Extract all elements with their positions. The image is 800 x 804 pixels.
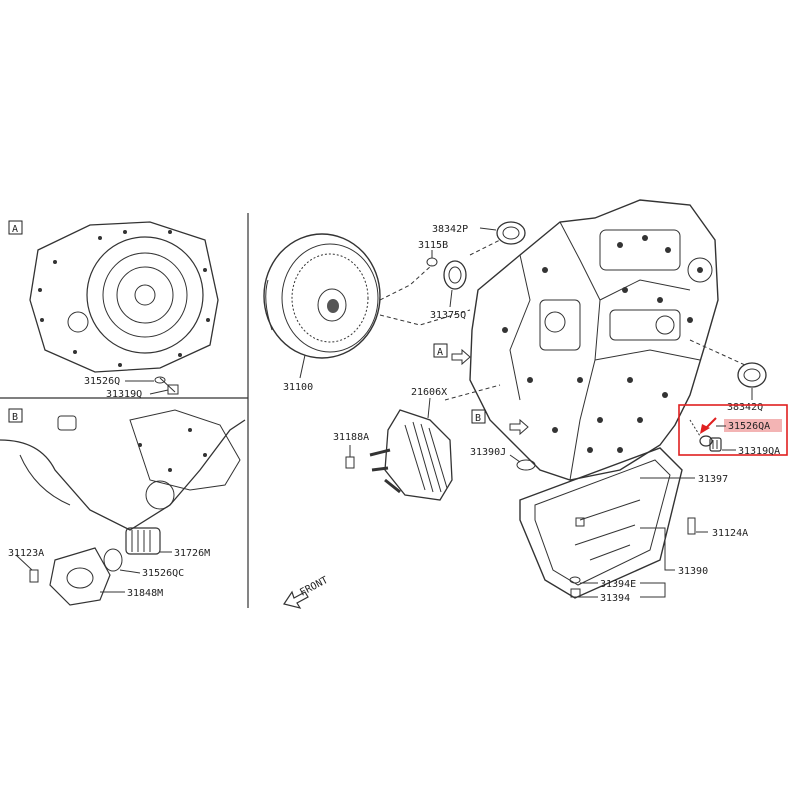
label-38342q: 38342Q — [727, 402, 763, 413]
label-3115b: 3115B — [418, 240, 448, 251]
ref-tag-b: B — [475, 413, 481, 424]
highlight-box — [678, 404, 788, 456]
label-31124a: 31124A — [712, 528, 748, 539]
label-31123a: 31123A — [8, 548, 44, 559]
label-31319q: 31319Q — [106, 389, 142, 400]
leader-31526qc — [119, 569, 141, 574]
panel-b-tag-box — [8, 408, 23, 423]
bolt-31124a — [687, 517, 696, 535]
label-31526q: 31526Q — [84, 376, 120, 387]
oring-31526qc — [103, 548, 123, 572]
label-31726m: 31726M — [174, 548, 210, 559]
transmission-case — [469, 199, 719, 481]
leader-21606x — [427, 397, 431, 419]
leader-31375q — [449, 289, 453, 308]
main-diagram: 31100 3115B 31375Q 38342P — [263, 199, 788, 609]
bellhousing-outline — [29, 221, 219, 373]
seal-38342p-inner — [502, 226, 520, 240]
leader-38342p — [479, 227, 497, 231]
label-31375q: 31375Q — [430, 310, 466, 321]
front-arrow — [283, 590, 309, 609]
bellhousing-port — [67, 311, 89, 333]
label-31394: 31394 — [600, 593, 630, 604]
axis-cooler — [444, 384, 501, 401]
leader-31123a — [15, 554, 33, 571]
panel-a-tag-box — [8, 220, 23, 235]
seal-38342q — [737, 362, 767, 388]
washer-31390j — [516, 459, 536, 471]
leader-31100 — [299, 354, 306, 379]
plug-31319qa — [709, 437, 722, 452]
gasket-31394e — [569, 576, 581, 584]
label-38342p: 38342P — [432, 224, 468, 235]
seal-38342q-inner — [743, 368, 761, 382]
drain-plug-31394 — [570, 588, 581, 598]
leader-oring-dash — [689, 419, 701, 437]
label-31319qa: 31319QA — [738, 446, 780, 457]
ref-tag-b-box — [471, 409, 486, 424]
leader-31390 — [640, 527, 675, 571]
axis-converter — [379, 264, 433, 301]
label-31526qc: 31526QC — [142, 568, 184, 579]
leader-31319q — [149, 389, 169, 395]
label-31397: 31397 — [698, 474, 728, 485]
oil-pan-31390 — [519, 447, 683, 599]
torque-converter-31100 — [263, 233, 381, 359]
case-contour-b — [19, 454, 71, 506]
cover-31848m — [49, 547, 111, 606]
label-31394e: 31394E — [600, 579, 636, 590]
case-boss-b — [57, 415, 77, 431]
bellhousing-ring-inner — [116, 266, 174, 324]
label-21606x: 21606X — [411, 387, 447, 398]
ref-arrow-b — [509, 418, 529, 436]
leader-31390j — [509, 454, 521, 463]
bellhousing-hub — [134, 284, 156, 306]
seal-31526q — [154, 376, 166, 384]
bracket-31394 — [640, 582, 666, 598]
ref-arrow-a — [451, 348, 471, 366]
cover-bore — [66, 567, 94, 589]
axis-rear-seal — [689, 339, 746, 366]
label-31188a: 31188A — [333, 432, 369, 443]
highlight-arrowhead — [700, 424, 710, 434]
ring-3115b — [426, 257, 438, 267]
case-outline-b — [0, 419, 246, 531]
seal-38342p — [496, 221, 526, 245]
axis-seal — [469, 239, 501, 256]
bellhousing-ring-mid — [102, 252, 188, 338]
label-31390j: 31390J — [470, 447, 506, 458]
ref-tag-a-box — [433, 343, 448, 358]
bellhousing-ring-outer — [86, 236, 204, 354]
label-31100: 31100 — [283, 382, 313, 393]
front-label: FRONT — [298, 575, 330, 599]
seal-31375q — [443, 260, 467, 290]
label-31526qa: 31526QA — [728, 421, 770, 432]
plug-31319q — [167, 384, 179, 395]
label-31390: 31390 — [678, 566, 708, 577]
oil-cooler-21606x — [369, 409, 453, 501]
label-31848m: 31848M — [127, 588, 163, 599]
oring-31526qa — [699, 435, 713, 447]
ref-tag-a: A — [437, 347, 443, 358]
panel-a-tag: A — [12, 224, 18, 235]
panel-a: A 31526Q 31319Q — [8, 220, 219, 400]
panel-b-tag: B — [12, 412, 18, 423]
bolt-31188a — [345, 456, 355, 469]
seal-31375q-inner — [448, 266, 462, 284]
filter-port-b — [145, 480, 175, 510]
highlight-label-bg — [724, 419, 782, 432]
bolt-31123a — [29, 569, 39, 583]
case-detail-b — [129, 409, 241, 491]
panel-b: B 31123A 31726M 31526QC 31848M — [0, 408, 246, 606]
filter-31726m — [125, 527, 161, 555]
